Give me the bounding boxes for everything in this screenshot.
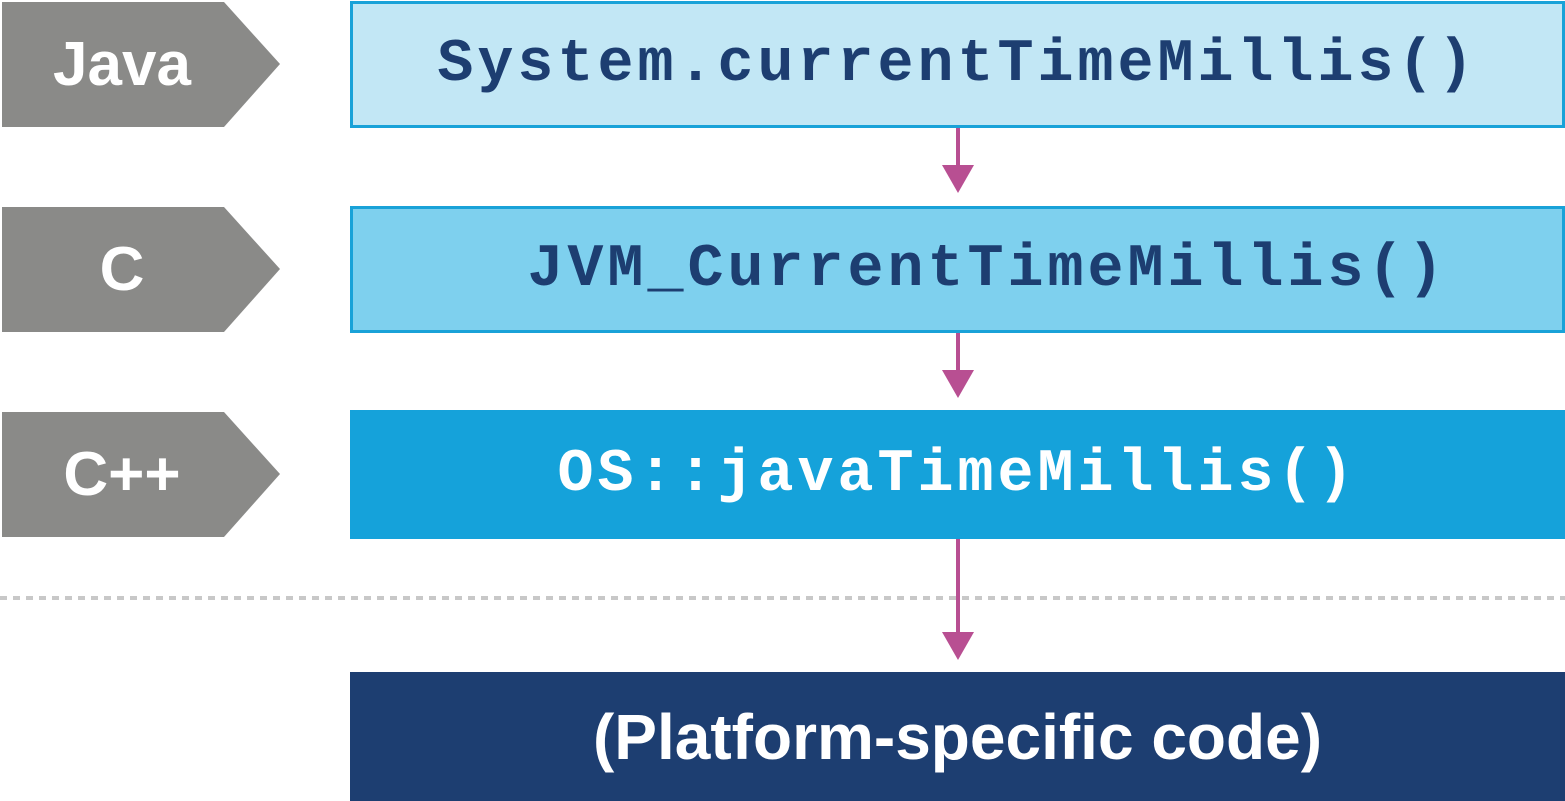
tag-c: C xyxy=(2,207,280,332)
cpp-call-text: OS::javaTimeMillis() xyxy=(557,440,1358,509)
arrow-c-to-cpp xyxy=(942,333,974,398)
arrow-cpp-to-platform xyxy=(942,539,974,660)
platform-code-box: (Platform-specific code) xyxy=(350,672,1565,801)
tag-cpp-label: C++ xyxy=(63,440,181,509)
java-call-text: System.currentTimeMillis() xyxy=(437,30,1478,99)
cpp-call-box: OS::javaTimeMillis() xyxy=(350,410,1565,539)
tag-java-label: Java xyxy=(53,30,191,99)
tag-java: Java xyxy=(2,2,280,127)
java-call-box: System.currentTimeMillis() xyxy=(350,1,1565,128)
platform-code-label: (Platform-specific code) xyxy=(592,700,1323,773)
c-call-text: JVM_CurrentTimeMillis() xyxy=(527,235,1448,304)
tag-cpp: C++ xyxy=(2,412,280,537)
tag-c-label: C xyxy=(99,235,145,304)
c-call-box: JVM_CurrentTimeMillis() xyxy=(350,206,1565,333)
arrow-java-to-c xyxy=(942,128,974,193)
